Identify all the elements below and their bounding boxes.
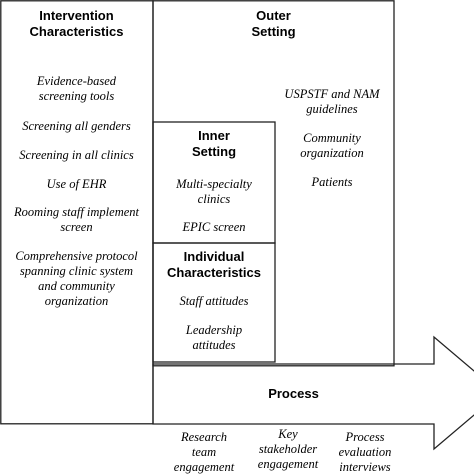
inner-setting-title: Inner Setting [191,128,237,159]
individual-characteristics-title: Individual Characteristics [167,249,261,280]
process-item: Key stakeholder engagement [257,427,319,471]
outer-item: Community organization [300,131,364,160]
intervention-item: Use of EHR [46,177,107,191]
individual-item: Leadership attitudes [185,323,243,352]
intervention-item: Screening in all clinics [19,148,134,162]
outer-item: Patients [311,175,353,189]
inner-item: Multi-specialty clinics [176,177,252,206]
process-item: Process evaluation interviews [338,430,392,474]
outer-setting-title: Outer Setting [251,8,296,39]
individual-item: Staff attitudes [179,294,249,308]
intervention-item: Comprehensive protocol spanning clinic s… [15,249,138,308]
intervention-item: Screening all genders [22,119,131,133]
outer-item: USPSTF and NAM guidelines [284,87,380,116]
intervention-item: Rooming staff implement screen [14,205,139,234]
inner-item: EPIC screen [182,220,246,234]
intervention-characteristics-title: Intervention Characteristics [29,8,124,39]
process-item: Research team engagement [173,430,235,474]
process-arrow [152,335,474,451]
individual-characteristics-box [152,242,276,363]
intervention-item: Evidence-based screening tools [36,74,117,103]
process-title: Process [268,386,319,401]
